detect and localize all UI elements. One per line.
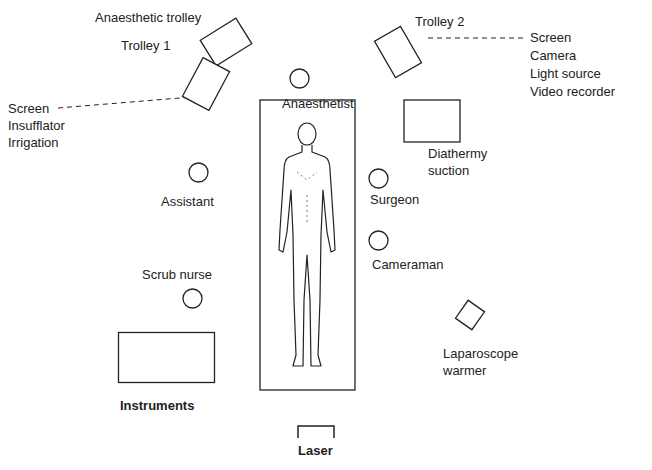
equipment-list-item: Screen [530, 29, 571, 46]
equipment-list-item: Video recorder [530, 83, 615, 100]
item-label: Instruments [120, 397, 194, 414]
item-label: Cameraman [372, 256, 444, 273]
equipment-list-item: Insufflator [8, 117, 65, 134]
node-outline [175, 53, 237, 115]
patient-markings [297, 172, 317, 225]
laser-unit [298, 426, 334, 438]
node-outline [361, 223, 396, 258]
room-item: Anaesthetic trolley [95, 9, 201, 26]
equipment-list-item: Light source [530, 65, 601, 82]
equipment-list-item: Camera [530, 47, 576, 64]
room-item: Laparoscope warmer [443, 345, 529, 379]
room-item: Trolley 2 [415, 13, 464, 30]
room-item: Surgeon [370, 191, 419, 208]
item-label: Laparoscope warmer [443, 345, 529, 379]
item-label: Trolley 1 [121, 37, 170, 54]
patient-figure [279, 145, 335, 366]
equipment-box [404, 100, 460, 142]
item-label: Assistant [161, 193, 214, 210]
room-item: Scrub nurse [142, 266, 212, 283]
staff-position [369, 231, 388, 250]
equipment-box [375, 26, 422, 77]
operating-table [260, 100, 355, 390]
staff-position [183, 289, 202, 308]
room-item: Anaesthetist [282, 95, 354, 112]
equipment-box [455, 300, 484, 329]
equipment-box [200, 18, 252, 66]
item-label: Anaesthetic trolley [95, 9, 201, 26]
item-label: Diathermy suction [428, 145, 504, 179]
equipment-box [118, 332, 214, 382]
room-item: Trolley 1 [121, 37, 170, 54]
item-label: Scrub nurse [142, 266, 212, 283]
room-item: Instruments [120, 397, 194, 414]
staff-position [369, 169, 388, 188]
staff-position [189, 163, 208, 182]
node-outline [368, 22, 428, 82]
room-item: Laser [298, 442, 333, 459]
equipment-list-item: Irrigation [8, 134, 59, 151]
node-outline [108, 299, 225, 416]
item-label: Laser [298, 442, 333, 459]
room-item: Assistant [161, 193, 214, 210]
leader-line [428, 38, 526, 39]
item-label: Trolley 2 [415, 13, 464, 30]
item-label: Anaesthetist [282, 95, 354, 112]
node-outline [451, 296, 489, 334]
equipment-list-item: Screen [8, 100, 49, 117]
patient-head [298, 123, 316, 145]
item-label: Surgeon [370, 191, 419, 208]
node-outline [361, 161, 396, 196]
room-item: Cameraman [372, 256, 444, 273]
room-item: Diathermy suction [428, 145, 504, 179]
node-outline [282, 61, 317, 96]
leader-line [58, 97, 192, 108]
node-outline [181, 155, 216, 190]
node-outline [175, 281, 210, 316]
equipment-box [182, 58, 229, 111]
staff-position [290, 69, 309, 88]
